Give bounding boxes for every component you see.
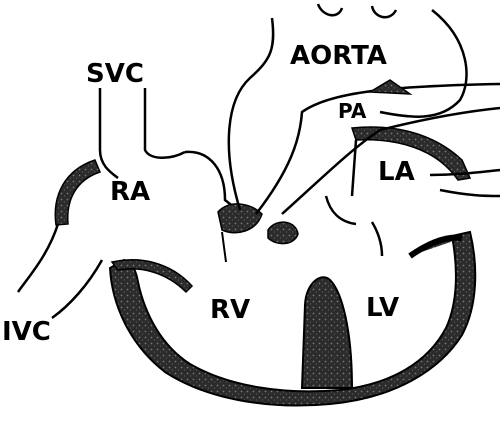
mitral-leaflet <box>326 196 356 224</box>
label-svc: SVC <box>86 59 144 89</box>
aortic-branch-2 <box>372 6 396 17</box>
interventricular-septum <box>302 277 352 388</box>
ivc-vessel-lower <box>52 260 102 318</box>
label-ivc: IVC <box>2 317 51 347</box>
ventricle-outer-wall <box>110 232 475 406</box>
label-lv: LV <box>366 293 399 323</box>
svc-vessel-right <box>145 88 185 158</box>
aorta-vessel-right <box>380 10 467 117</box>
ivc-vessel <box>18 224 58 292</box>
label-ra: RA <box>110 177 150 207</box>
aortic-branch-1 <box>318 4 342 15</box>
label-aorta: AORTA <box>290 41 387 71</box>
aorta-vessel <box>229 18 273 210</box>
label-pa: PA <box>338 99 367 123</box>
tricuspid-chord <box>222 232 226 262</box>
mitral-chord <box>372 222 382 256</box>
label-rv: RV <box>210 295 250 325</box>
pulmonary-vein <box>440 190 500 196</box>
pulmonic-valve <box>268 222 298 243</box>
label-la: LA <box>378 157 415 187</box>
ra-wall <box>55 160 100 225</box>
svc-vessel <box>100 88 118 178</box>
